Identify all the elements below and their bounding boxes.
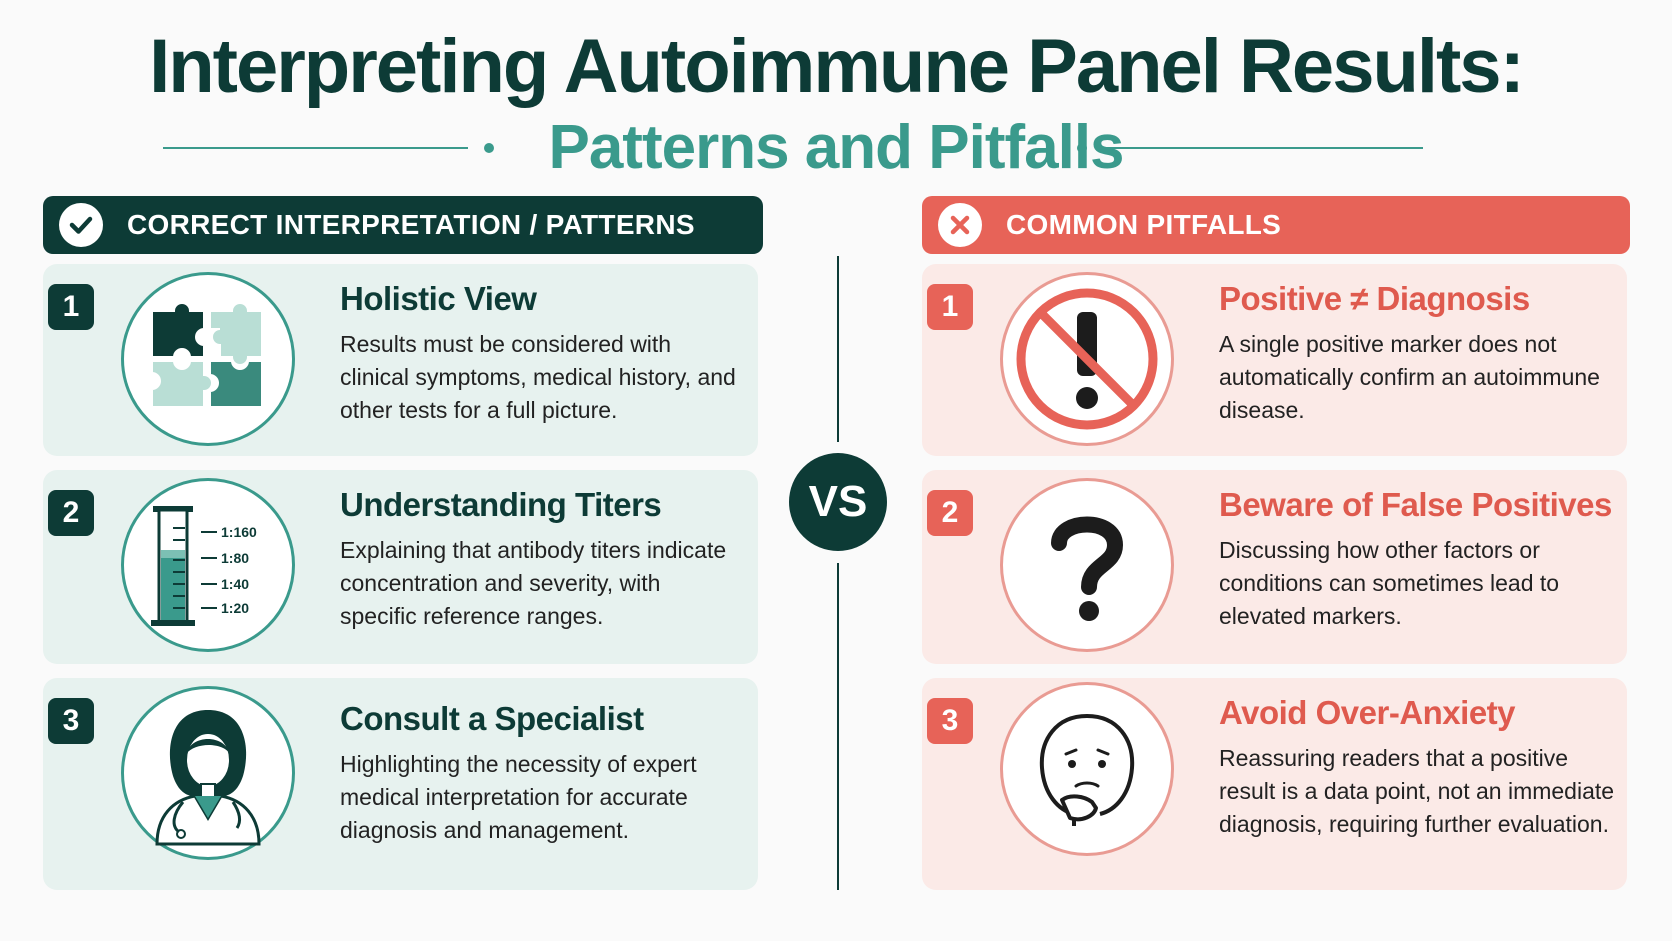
card-title: Consult a Specialist	[340, 700, 644, 737]
card-title: Positive ≠ Diagnosis	[1219, 280, 1530, 317]
vs-badge: VS	[789, 453, 887, 551]
subtitle-rule-left	[163, 147, 468, 149]
correct-interpretation-header: CORRECT INTERPRETATION / PATTERNS	[43, 196, 763, 254]
card-title: Holistic View	[340, 280, 537, 317]
titer-label-4: 1:20	[221, 600, 249, 616]
number-badge: 2	[48, 490, 94, 536]
card-description: A single positive marker does not automa…	[1219, 331, 1600, 423]
subtitle-rule-right	[1103, 147, 1423, 149]
number-badge: 2	[927, 490, 973, 536]
card-description: Highlighting the necessity of expert med…	[340, 751, 697, 843]
card-description: Discussing how other factors or conditio…	[1219, 537, 1560, 629]
card-title: Understanding Titers	[340, 486, 662, 523]
card-title: Avoid Over-Anxiety	[1219, 694, 1516, 731]
page-title: Interpreting Autoimmune Panel Results:	[149, 24, 1525, 109]
pattern-card-holistic-view: 1 Holistic View Results must be consider…	[43, 264, 758, 456]
prohibited-exclamation-icon	[1000, 272, 1174, 446]
number-badge: 3	[927, 698, 973, 744]
divider-top	[837, 256, 839, 442]
x-icon	[938, 203, 982, 247]
pattern-card-consult-specialist: 3 Consult a Specialist Highlighting the …	[43, 678, 758, 890]
number-badge: 1	[927, 284, 973, 330]
number-badge: 1	[48, 284, 94, 330]
doctor-icon	[121, 686, 295, 860]
header-label: COMMON PITFALLS	[1006, 209, 1282, 240]
header-label: CORRECT INTERPRETATION / PATTERNS	[127, 209, 695, 240]
puzzle-pieces-icon	[121, 272, 295, 446]
number-badge: 3	[48, 698, 94, 744]
page-subtitle: Patterns and Pitfalls	[548, 113, 1124, 182]
titer-label-1: 1:160	[221, 524, 257, 540]
card-description: Results must be considered with clinical…	[340, 331, 736, 423]
card-description: Reassuring readers that a positive resul…	[1219, 745, 1615, 837]
titer-label-2: 1:80	[221, 550, 249, 566]
test-tube-icon: 1:160 1:80 1:40 1:20	[121, 478, 295, 652]
check-icon	[59, 203, 103, 247]
card-description: Explaining that antibody titers indicate…	[340, 537, 727, 629]
pattern-card-understanding-titers: 2 1:160 1:80 1:40 1:20 Understand	[43, 470, 758, 664]
pitfall-card-false-positives: 2 Beware of False Positives Discussing h…	[922, 470, 1627, 664]
pitfall-card-positive-not-diagnosis: 1 Positive ≠ Diagnosis A single positive…	[922, 264, 1627, 456]
titer-label-3: 1:40	[221, 576, 249, 592]
divider-bottom	[837, 563, 839, 890]
common-pitfalls-header: COMMON PITFALLS	[922, 196, 1630, 254]
subtitle-row: Patterns and Pitfalls	[0, 108, 1672, 188]
card-title: Beware of False Positives	[1219, 486, 1612, 523]
worried-face-icon	[1000, 682, 1174, 856]
pitfall-card-over-anxiety: 3 Avoid Over-Anxiety Reassuring readers …	[922, 678, 1627, 890]
question-mark-icon	[1000, 478, 1174, 652]
subtitle-dot-right	[1077, 143, 1087, 153]
subtitle-dot-left	[484, 143, 494, 153]
